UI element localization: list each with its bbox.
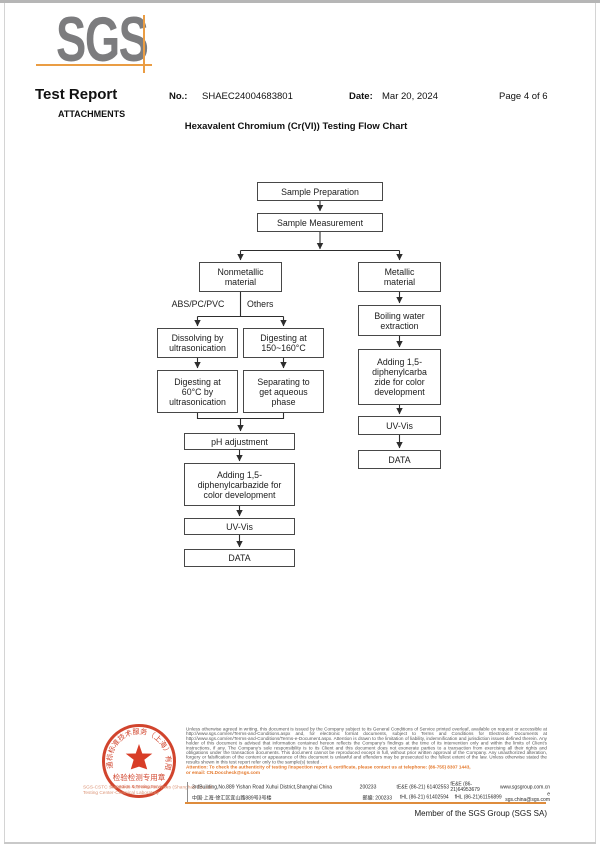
page-edge-top <box>0 0 600 3</box>
flow-node-separating: Separating to get aqueous phase <box>243 370 324 413</box>
page-edge-bottom <box>4 842 596 844</box>
fax-2: fHL (86-21)61156899 <box>454 794 502 800</box>
address-row: 3rdBuilding,No.889 Yishan Road Xuhui Dis… <box>192 781 551 793</box>
page-number: Page 4 of 6 <box>499 91 548 102</box>
postcode-english: 200233 <box>359 784 377 790</box>
flow-node-adding-diphenylcarbazide-right: Adding 1,5- diphenylcarba zide for color… <box>358 349 441 405</box>
telephone-2: tHL (86-21) 61402594 <box>399 794 449 800</box>
fax-1: fE&E (86-21)64953679 <box>450 781 480 793</box>
address-chinese: 中国·上海·徐汇区宜山路889号3号楼 <box>192 795 272 801</box>
stamp-line-2: Inspection & Testing Services <box>110 784 168 789</box>
attention-line-2: or email: CN.Doccheck@sgs.com <box>186 769 261 775</box>
page-edge-right <box>595 3 596 842</box>
footer-address-block: 3rdBuilding,No.889 Yishan Road Xuhui Dis… <box>187 781 551 803</box>
sgs-logo: SGS <box>56 5 149 75</box>
flow-node-digesting-60: Digesting at 60°C by ultrasonication <box>157 370 238 413</box>
flow-node-data-left: DATA <box>184 549 295 567</box>
company-line-2: Testing Center-Chemical Laboratory <box>83 789 160 796</box>
company-name-lines: SGS-CSTC Standards Technical Services (S… <box>83 785 214 796</box>
member-of-sgs-group: Member of the SGS Group (SGS SA) <box>414 809 548 818</box>
disclaimer-text: Unless otherwise agreed in writing, this… <box>186 726 547 765</box>
flow-node-digesting-150: Digesting at 150~160°C <box>243 328 324 358</box>
logo-crosshair-horizontal <box>36 64 152 66</box>
branch-label-abs-pc-pvc: ABS/PC/PVC <box>171 299 225 309</box>
date-label: Date: <box>349 91 373 102</box>
branch-label-others: Others <box>247 299 274 309</box>
attention-line-1: Attention: To check the authenticity of … <box>186 764 471 770</box>
stamp-line-1: 检验检测专用章 <box>113 772 166 782</box>
flowchart-connectors <box>194 201 403 548</box>
flow-node-ph-adjustment: pH adjustment <box>184 433 295 450</box>
report-no-value: SHAEC24004683801 <box>202 91 293 102</box>
report-title: Test Report <box>35 86 118 103</box>
logo-crosshair-vertical <box>143 15 145 73</box>
document-title: Hexavalent Chromium (Cr(VI)) Testing Flo… <box>184 121 408 132</box>
address-english: 3rdBuilding,No.889 Yishan Road Xuhui Dis… <box>192 784 333 790</box>
stamp-arc-text: 通标标准技术服务（上海）有限公司 <box>79 701 173 771</box>
company-line-1: SGS-CSTC Standards Technical Services (S… <box>83 784 214 790</box>
footer-orange-rule <box>185 802 546 804</box>
flow-node-adding-diphenylcarbazide-left: Adding 1,5- diphenylcarbazide for color … <box>184 463 295 506</box>
flow-node-sample-preparation: Sample Preparation <box>257 182 383 201</box>
date-value: Mar 20, 2024 <box>382 91 438 102</box>
email: e sgs.china@sgs.com <box>505 791 551 803</box>
address-row: 中国·上海·徐汇区宜山路889号3号楼 邮编: 200233 tHL (86-2… <box>192 791 551 803</box>
telephone-1: tE&E (86-21) 61402553 <box>396 784 450 790</box>
attachments-label: ATTACHMENTS <box>58 109 126 119</box>
flow-node-dissolving: Dissolving by ultrasonication <box>157 328 238 358</box>
footer-disclaimer-block: Unless otherwise agreed in writing, this… <box>186 727 547 775</box>
flow-node-uv-vis-left: UV-Vis <box>184 518 295 535</box>
flow-node-metallic-material: Metallic material <box>358 262 441 292</box>
stamp-star-icon <box>125 744 153 770</box>
page-edge-left <box>4 3 5 842</box>
website: www.sgsgroup.com.cn <box>499 784 551 790</box>
report-no-label: No.: <box>169 91 188 102</box>
flow-node-boiling-water: Boiling water extraction <box>358 305 441 336</box>
flow-node-data-right: DATA <box>358 450 441 469</box>
flow-node-nonmetallic-material: Nonmetallic material <box>199 262 282 292</box>
inspection-stamp: 通标标准技术服务（上海）有限公司 检验检测专用章 Inspection & Te… <box>79 701 176 798</box>
flow-node-sample-measurement: Sample Measurement <box>257 213 383 232</box>
flow-node-uv-vis-right: UV-Vis <box>358 416 441 435</box>
postcode-chinese: 邮编: 200233 <box>362 795 392 801</box>
